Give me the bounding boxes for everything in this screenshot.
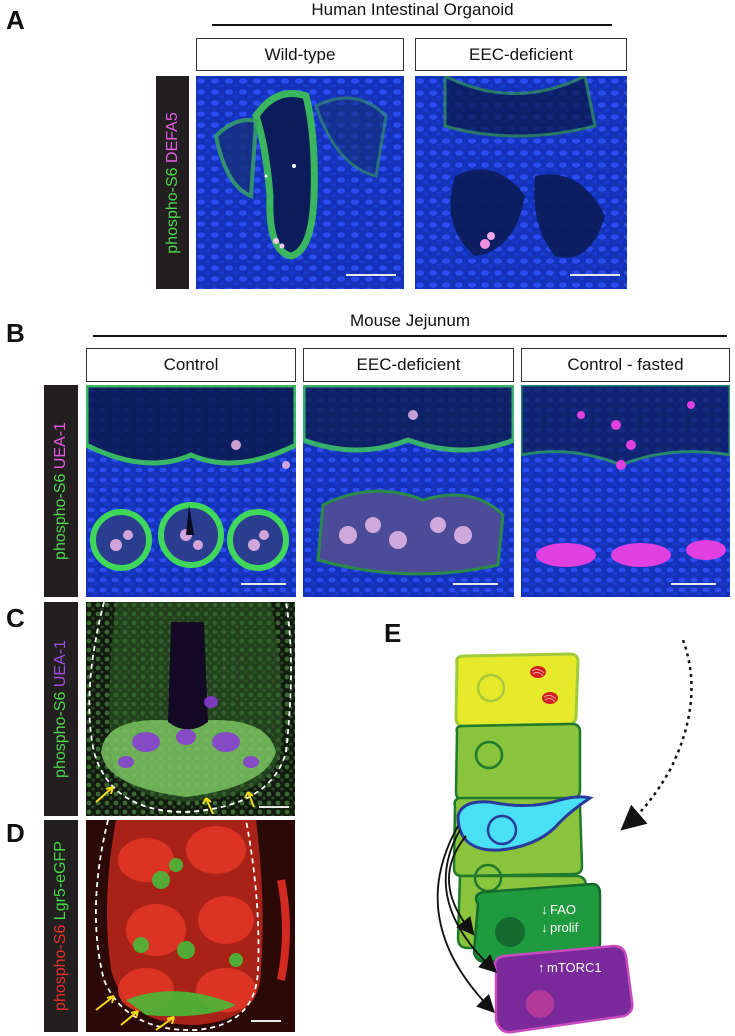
- stain-phospho-s6: phospho-S6: [163, 166, 181, 254]
- panel-letter-a: A: [6, 5, 25, 35]
- stain-lgr5-egfp: Lgr5-eGFP: [52, 841, 69, 921]
- micrograph-b-eec-deficient: [303, 385, 514, 597]
- label-fao: FAO: [550, 902, 576, 917]
- panel-letter-d: D: [6, 818, 25, 848]
- svg-text:↓: ↓: [541, 902, 548, 917]
- svg-text:↓: ↓: [541, 920, 548, 935]
- panel-letter-e: E: [384, 618, 402, 648]
- stain-phospho-s6: phospho-S6: [52, 473, 69, 560]
- micrograph-b-control: [86, 385, 296, 597]
- cell-purple: [493, 944, 634, 1034]
- panel-b-title: Mouse Jejunum: [349, 311, 470, 330]
- panel-letter-b: B: [6, 318, 25, 348]
- cell-yellow: [454, 652, 580, 728]
- label-prolif: prolif: [550, 920, 579, 935]
- panel-b-stain-label: phospho-S6 UEA-1: [44, 385, 78, 597]
- scale-bar: [570, 274, 620, 276]
- micrograph-d: [86, 820, 295, 1032]
- cell-green-1: [454, 722, 582, 802]
- micrograph-a-wildtype: [196, 76, 404, 289]
- stain-phospho-s6: phospho-S6: [52, 691, 69, 778]
- scale-bar: [346, 274, 396, 276]
- scale-bar: [259, 806, 289, 808]
- crypt-schematic: ↓ FAO ↓ prolif ↑ mTORC1: [436, 640, 693, 1034]
- stain-defa5: DEFA5: [163, 111, 181, 163]
- label-mtorc1: mTORC1: [547, 960, 602, 975]
- panel-a-condition-wildtype: Wild-type: [196, 38, 404, 71]
- panel-c-stain-label: phospho-S6 UEA-1: [44, 602, 78, 816]
- micrograph-a-eec-deficient: [415, 76, 627, 289]
- panel-a-title-rule: [212, 24, 612, 26]
- scale-bar: [671, 583, 716, 585]
- micrograph-b-control-fasted: [521, 385, 730, 597]
- micrograph-c: [86, 602, 295, 816]
- panel-a-title: Human Intestinal Organoid: [311, 0, 514, 19]
- stain-uea-1: UEA-1: [52, 640, 69, 688]
- panel-b-title-rule: [93, 335, 727, 337]
- svg-text:↑: ↑: [538, 960, 545, 975]
- panel-d-stain-label: phospho-S6 Lgr5-eGFP: [44, 820, 78, 1032]
- scale-bar: [251, 1020, 281, 1022]
- panel-a-condition-eec-deficient: EEC-deficient: [415, 38, 627, 71]
- stain-phospho-s6: phospho-S6: [52, 924, 69, 1011]
- panel-b-condition-control: Control: [86, 348, 296, 382]
- stain-uea-1: UEA-1: [52, 422, 69, 470]
- panel-b-condition-control-fasted: Control - fasted: [521, 348, 730, 382]
- panel-b-condition-eec-deficient: EEC-deficient: [303, 348, 514, 382]
- scale-bar: [241, 583, 286, 585]
- scale-bar: [453, 583, 498, 585]
- panel-a-stain-label: phospho-S6 DEFA5: [156, 76, 189, 289]
- panel-letter-c: C: [6, 603, 25, 633]
